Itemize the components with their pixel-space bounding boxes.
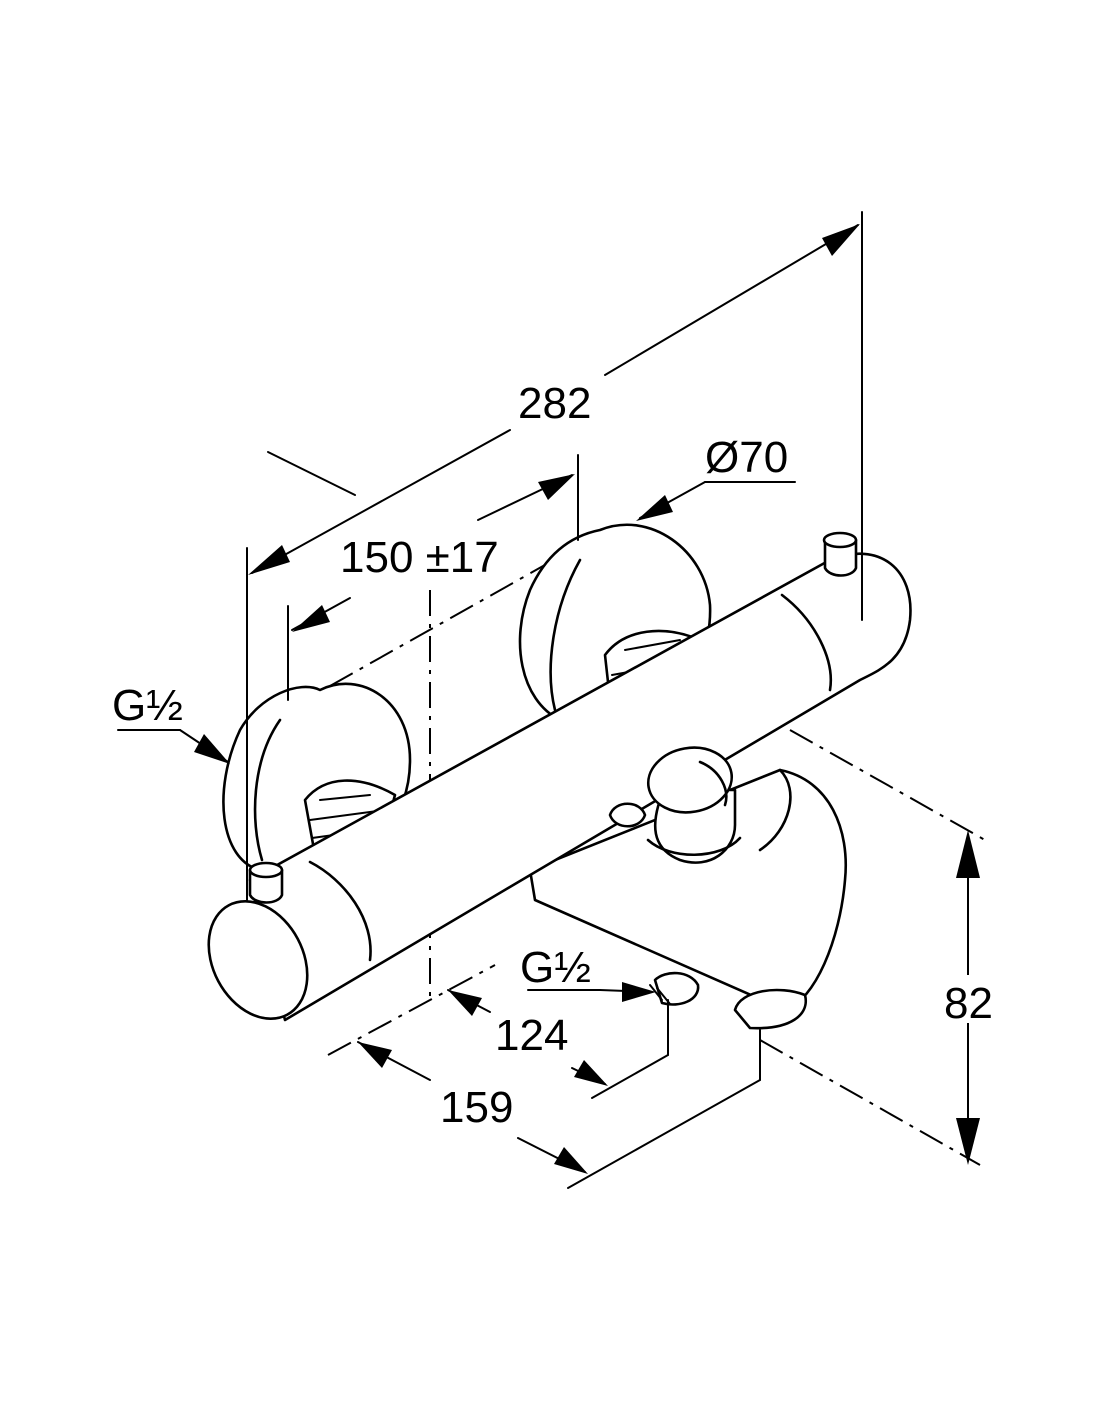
dim-82-label: 82 <box>944 979 993 1028</box>
mixer-body <box>207 523 912 1030</box>
dim-150-label: 150 ±17 <box>340 533 499 582</box>
pins <box>248 531 858 904</box>
dimension-124: 124 <box>447 989 669 1099</box>
dimension-outlet-thread: G½ <box>520 943 656 1002</box>
dimension-diameter-70: Ø70 <box>636 433 796 521</box>
dimension-282: 282 <box>246 211 863 901</box>
dimension-150: 150 ±17 <box>287 454 579 701</box>
dim-282-label: 282 <box>518 379 591 428</box>
dim-diameter-label: Ø70 <box>705 433 788 482</box>
dimension-inlet-thread: G½ <box>112 681 230 764</box>
dim-inlet-thread-label: G½ <box>112 681 183 730</box>
dimension-159: 159 <box>357 1029 761 1189</box>
diverter-knob <box>646 746 742 864</box>
dimension-82: 82 <box>940 830 998 1165</box>
dim-159-label: 159 <box>440 1083 513 1132</box>
dim-124-label: 124 <box>495 1011 568 1060</box>
dim-outlet-thread-label: G½ <box>520 943 591 992</box>
diverter-housing <box>528 768 848 1030</box>
main-bar <box>207 552 912 1022</box>
